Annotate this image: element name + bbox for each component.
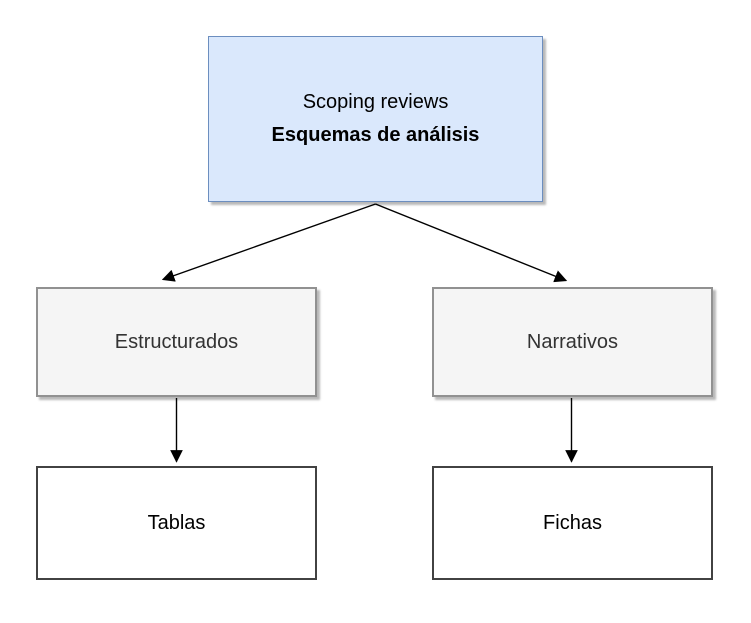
node-estructurados: Estructurados [36, 287, 317, 397]
node-scoping-reviews-subtitle: Scoping reviews [302, 91, 449, 113]
node-narrativos-label: Narrativos [526, 330, 619, 353]
node-fichas: Fichas [432, 466, 713, 580]
node-estructurados-label: Estructurados [114, 330, 239, 353]
node-fichas-label: Fichas [543, 511, 602, 534]
edge-root-to-estructurados [161, 203, 376, 282]
edge-root-to-narrativos [375, 203, 568, 283]
node-tablas-label: Tablas [147, 511, 206, 534]
node-tablas: Tablas [36, 466, 317, 580]
node-scoping-reviews: Scoping reviews Esquemas de análisis [208, 36, 543, 202]
node-narrativos: Narrativos [432, 287, 713, 397]
node-scoping-reviews-title: Esquemas de análisis [271, 124, 480, 146]
